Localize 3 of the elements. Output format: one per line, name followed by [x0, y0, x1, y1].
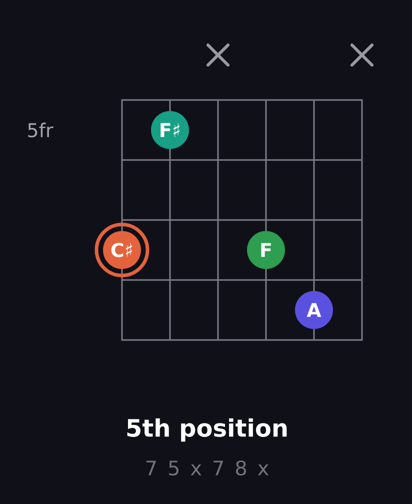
- caption: 5th position: [127, 418, 287, 442]
- fingering-text: 7 5 x 7 8 x: [146, 460, 268, 476]
- fret-number: 5fr: [28, 122, 54, 138]
